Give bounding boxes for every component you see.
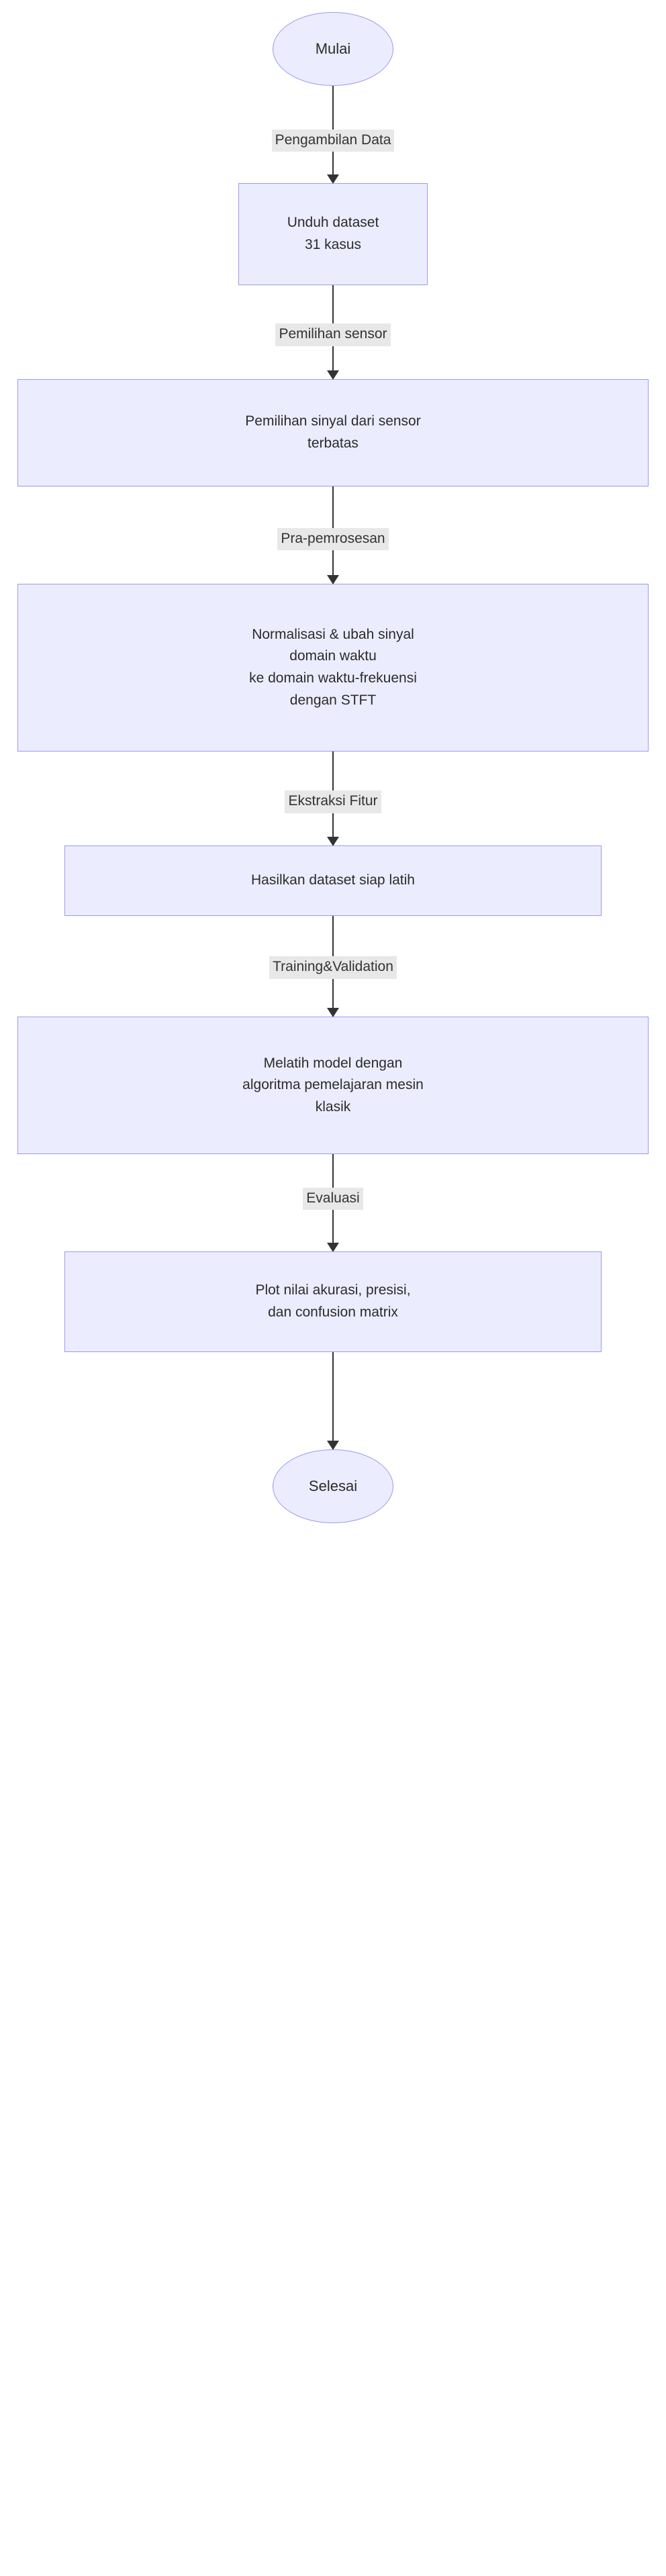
edge-unduh-to-pemilihan: Pemilihan sensor: [0, 285, 666, 380]
arrow-head-icon: [327, 837, 339, 846]
edge-label-evaluasi: Evaluasi: [303, 1187, 363, 1210]
arrow-head-icon: [327, 370, 339, 380]
node-mulai-label: Mulai: [315, 40, 351, 57]
arrow-head-icon: [327, 1008, 339, 1017]
arrow-head-icon: [327, 174, 339, 184]
node-plot-line-1: Plot nilai akurasi, presisi,: [255, 1282, 411, 1298]
arrow-head-icon: [327, 575, 339, 584]
edge-mulai-to-unduh: Pengambilan Data: [0, 86, 666, 184]
arrow-head-icon: [327, 1243, 339, 1252]
node-plot-line-2: dan confusion matrix: [268, 1304, 398, 1320]
edge-label-training-validation: Training&Validation: [269, 956, 397, 979]
node-normalisasi-stft[interactable]: Normalisasi & ubah sinyal domain waktu k…: [17, 584, 649, 752]
edge-normalisasi-to-hasilkan: Ekstraksi Fitur: [0, 752, 666, 846]
node-mulai[interactable]: Mulai: [273, 12, 393, 86]
edge-hasilkan-to-melatih: Training&Validation: [0, 916, 666, 1017]
node-pemilihan-line-1: Pemilihan sinyal dari sensor: [245, 413, 421, 429]
node-melatih-line-2: algoritma pemelajaran mesin: [242, 1077, 424, 1093]
edge-melatih-to-plot: Evaluasi: [0, 1154, 666, 1252]
node-unduh-dataset[interactable]: Unduh dataset 31 kasus: [238, 183, 428, 285]
node-plot-metrik[interactable]: Plot nilai akurasi, presisi, dan confusi…: [64, 1251, 602, 1352]
node-selesai-label: Selesai: [308, 1477, 358, 1494]
node-unduh-line-2: 31 kasus: [304, 237, 362, 252]
node-unduh-line-1: Unduh dataset: [287, 215, 379, 231]
edge-pemilihan-to-normalisasi: Pra-pemrosesan: [0, 486, 666, 584]
node-normalisasi-line-4: dengan STFT: [289, 692, 377, 708]
node-normalisasi-line-1: Normalisasi & ubah sinyal: [252, 626, 414, 642]
edge-label-ekstraksi-fitur: Ekstraksi Fitur: [285, 790, 381, 813]
node-melatih-line-1: Melatih model dengan: [263, 1055, 403, 1071]
arrow-head-icon: [327, 1441, 339, 1450]
node-selesai[interactable]: Selesai: [273, 1449, 393, 1523]
node-melatih-model[interactable]: Melatih model dengan algoritma pemelajar…: [17, 1017, 649, 1154]
edge-plot-to-selesai: [0, 1352, 666, 1450]
node-pemilihan-line-2: terbatas: [307, 435, 359, 451]
edge-label-pemilihan-sensor: Pemilihan sensor: [275, 323, 391, 346]
node-hasilkan-line-1: Hasilkan dataset siap latih: [251, 872, 415, 888]
edge-label-pengambilan-data: Pengambilan Data: [271, 129, 395, 152]
node-pemilihan-sinyal[interactable]: Pemilihan sinyal dari sensor terbatas: [17, 379, 649, 486]
edge-line: [332, 1352, 334, 1449]
edge-label-pra-pemrosesan: Pra-pemrosesan: [277, 527, 389, 551]
node-melatih-line-3: klasik: [315, 1098, 351, 1115]
node-hasilkan-dataset[interactable]: Hasilkan dataset siap latih: [64, 845, 602, 916]
node-normalisasi-line-2: domain waktu: [289, 648, 377, 664]
node-normalisasi-line-3: ke domain waktu-frekuensi: [249, 670, 417, 686]
